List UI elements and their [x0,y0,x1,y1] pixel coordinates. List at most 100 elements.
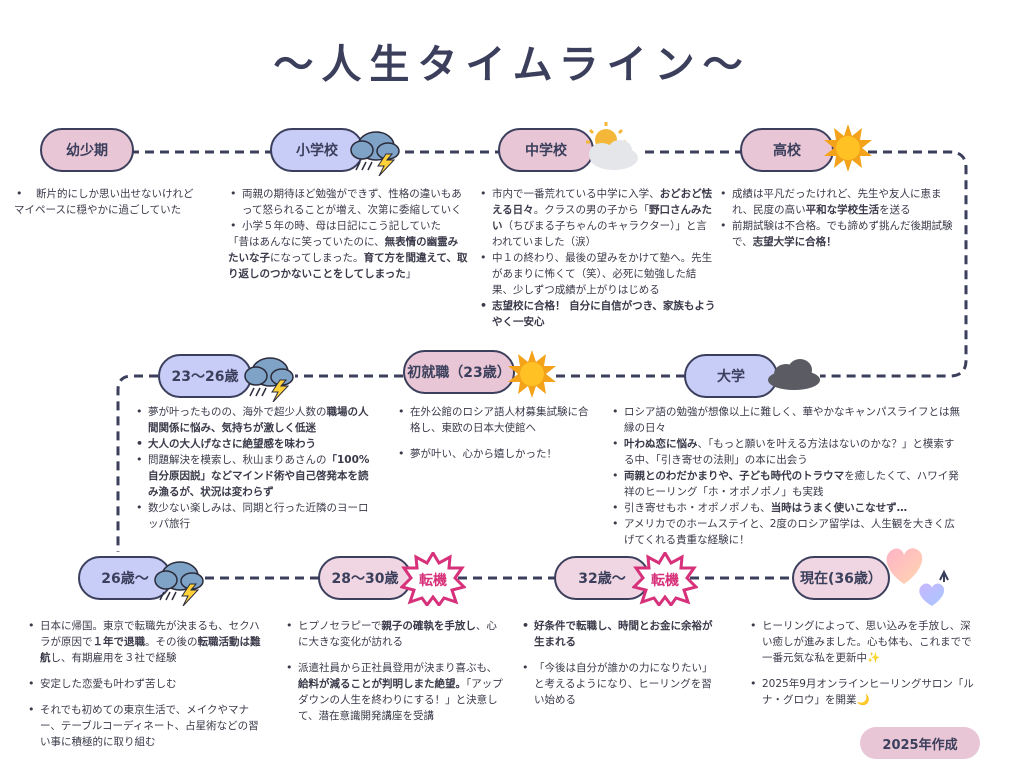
text-32: 好条件で転職し、時間とお金に余裕が生まれる 「今後は自分が誰かの力になりたい」と… [520,618,720,708]
text-line: を癒したくて、ハワイ発祥のヒーリング「ホ・オポノポノ」も実践 [624,470,959,498]
text-bold: 無表情の幽霊みたいな子 [228,236,459,264]
text-line: 「アップダウンの人生を終わりにする！」と決意して、潜在意識開発講座を受講 [298,678,503,722]
text-bold: 育て方を間違えて、取り返しのつかないことをしてしまった [228,252,468,280]
node-elementary: 小学校 [270,128,364,172]
list-item: 問題解決を模索し、秋山まりあさんの「100%自分原因説」などマインド術や自己啓発… [134,452,372,500]
text-line: 安定した恋愛も叶わず苦しむ [40,678,177,690]
text-line: 派遣社員から正社員登用が決まり喜ぶも、 [298,662,498,674]
text-line: 日本に帰国。東京で転職先が決まるも、セクハラが原因で [40,620,260,648]
text-bold: 転職活動は難航 [40,636,261,664]
list-item: 在外公館のロシア語人材募集試験に合格し、東欧の日本大使館へ [396,404,596,436]
text-bold: 親子の確執を手放し [381,620,476,632]
sun-icon [824,124,872,172]
tenki-label-2: 転機 [651,573,679,589]
list-item: 志望校に合格！ 自分に自信がつき、家族もようやく一安心 [478,298,716,330]
node-university: 大学 [684,354,778,398]
text-bold: 「100%自分原因説」などマインド術や自己啓発本を読み漁るが、状況は変わらず [148,454,370,498]
text-line: し、有期雇用を３社で経験 [50,652,177,664]
list-item: 夢が叶い、心から嬉しかった！ [396,446,596,462]
storm-cloud-icon-26 [154,561,204,606]
node-high-school: 高校 [740,128,834,172]
text-line: 、「もっと願いを叶える方法はないのかな？」と模索する中、「引き寄せの法則」の本に… [624,438,955,466]
text-line: （ちびまる子ちゃんのキャラクター）」と言われていました（涙） [492,220,707,248]
list-item: アメリカでのホームステイと、2度のロシア留学は、人生観を大きく広げてくれる貴重な… [610,516,960,548]
text-line: 市内で一番荒れている中学に入学、 [492,188,660,200]
text-line: マイペースに穏やかに過ごしていた [14,204,182,216]
list-item: 断片的にしか思い出せないけれど [14,186,224,202]
node-23-26: 23〜26歳 [158,354,252,398]
text-23-26: 夢が叶ったものの、海外で超少人数の職場の人間関係に悩み、気持ちが激しく低迷 大人… [134,404,372,532]
list-item: 数少ない楽しみは、同期と行った近隣のヨーロッパ旅行 [134,500,372,532]
text-line: 引き寄せもホ・オポノポノも、 [624,502,771,514]
text-now: ヒーリングによって、思い込みを手放し、深い癒しが進みました。心も体も、これまでで… [748,618,980,708]
text-childhood: 断片的にしか思い出せないけれど マイペースに穏やかに過ごしていた [14,186,224,218]
list-item: 日本に帰国。東京で転職先が決まるも、セクハラが原因で１年で退職。その後の転職活動… [26,618,264,666]
page-title: 〜人生タイムライン〜 [273,42,751,88]
text-line: 在外公館のロシア語人材募集試験に合格し、東欧の日本大使館へ [410,406,589,434]
text-line: 前期試験は不合格。でも諦めず挑んだ後期試験で、 [732,220,953,248]
text-bold: 大人の大人げなさに絶望感を味わう [148,438,316,450]
text-university: ロシア語の勉強が想像以上に難しく、華やかなキャンパスライフとは無縁の日々 叶わぬ… [610,404,960,548]
text-line: 問題解決を模索し、秋山まりあさんの [148,454,327,466]
text-junior-high: 市内で一番荒れている中学に入学、おどおど怯える日々。クラスの男の子から「野口さん… [478,186,716,330]
list-item: 好条件で転職し、時間とお金に余裕が生まれる [520,618,720,650]
list-item: 中１の終わり、最後の望みをかけて塾へ。先生があまりに怖くて（笑）、必死に勉強した… [478,250,716,298]
text-bold: 当時はうまく使いこなせず… [770,502,908,514]
text-line: を送る [879,204,911,216]
list-item: 2025年9月オンラインヒーリングサロン「ルナ・グロウ」を開業🌙 [748,676,980,708]
text-line: ヒーリングによって、思い込みを手放し、深い癒しが進みました。心も体も、これまでで… [762,620,972,664]
text-line: 両親の期待ほど勉強ができず、性格の違いもあって怒られることが増え、次第に委縮して… [242,188,462,216]
text-line: 」 [405,268,417,280]
text-line: ヒプノセラピーで [298,620,382,632]
text-line: 成績は平凡だったけれど、先生や友人に恵まれ、民度の高い [732,188,942,216]
list-item: 「昔はあんなに笑っていたのに、無表情の幽霊みたいな子になってしまった。育て方を間… [228,234,468,282]
list-item: マイペースに穏やかに過ごしていた [14,202,224,218]
tenki-burst-icon-1: 転機 [400,552,466,606]
list-item: 「今後は自分が誰かの力になりたい」と考えるようになり、ヒーリングを習い始める [520,660,720,708]
text-bold: 野口さんみたい [492,204,712,232]
text-line: 夢が叶ったものの、海外で超少人数の [148,406,327,418]
list-item: 夢が叶ったものの、海外で超少人数の職場の人間関係に悩み、気持ちが激しく低迷 [134,404,372,436]
node-now: 現在(36歳） [792,556,890,600]
text-bold: 叶わぬ恋に悩み [624,438,698,450]
text-line: 数少ない楽しみは、同期と行った近隣のヨーロッパ旅行 [148,502,369,530]
text-26: 日本に帰国。東京で転職先が決まるも、セクハラが原因で１年で退職。その後の転職活動… [26,618,264,750]
node-childhood: 幼少期 [40,128,134,172]
text-line: 「昔はあんなに笑っていたのに、 [228,236,385,248]
text-line: 。その後の [145,636,198,648]
hearts-icon [886,548,949,606]
storm-cloud-icon [350,131,400,176]
node-junior-high: 中学校 [498,128,594,172]
text-line: になってしまった。 [270,252,364,264]
node-28-30: 28〜30歳 [318,556,412,600]
text-elementary: 両親の期待ほど勉強ができず、性格の違いもあって怒られることが増え、次第に委縮して… [228,186,468,282]
list-item: 派遣社員から正社員登用が決まり喜ぶも、給料が減ることが判明しまた絶望。「アップダ… [284,660,504,724]
text-line: 、心に大きな変化が訪れる [298,620,497,648]
list-item: 両親の期待ほど勉強ができず、性格の違いもあって怒られることが増え、次第に委縮して… [228,186,468,218]
sun-cloud-icon [586,122,638,170]
text-bold: 平和な学校生活 [805,204,880,216]
list-item: 大人の大人げなさに絶望感を味わう [134,436,372,452]
list-item: 小学５年の時、母は日記にこう記していた [228,218,468,234]
text-high-school: 成績は平凡だったけれど、先生や友人に恵まれ、民度の高い平和な学校生活を送る 前期… [718,186,958,250]
text-bold: おどおど怯える日々 [492,188,713,216]
storm-cloud-icon-23 [244,357,294,402]
text-28-30: ヒプノセラピーで親子の確執を手放し、心に大きな変化が訪れる 派遣社員から正社員登… [284,618,504,724]
text-first-job: 在外公館のロシア語人材募集試験に合格し、東欧の日本大使館へ 夢が叶い、心から嬉し… [396,404,596,462]
sun-icon-first-job [508,350,556,398]
created-year-badge: 2025年作成 [860,727,980,759]
text-line: 2025年9月オンラインヒーリングサロン「ルナ・グロウ」を開業🌙 [762,678,974,706]
text-line: 。クラスの男の子から「 [533,204,649,216]
text-bold: 職場の人間関係に悩み、気持ちが激しく低迷 [148,406,369,434]
text-bold: 給料が減ることが判明しまた絶望。 [298,678,466,690]
tenki-burst-icon-2: 転機 [632,552,698,606]
text-line: 小学５年の時、母は日記にこう記していた [242,220,441,232]
list-item: ヒプノセラピーで親子の確執を手放し、心に大きな変化が訪れる [284,618,504,650]
text-line: ロシア語の勉強が想像以上に難しく、華やかなキャンパスライフとは無縁の日々 [624,406,960,434]
text-line: 中１の終わり、最後の望みをかけて塾へ。先生があまりに怖くて（笑）、必死に勉強した… [492,252,713,296]
text-line: アメリカでのホームステイと、2度のロシア留学は、人生観を大きく広げてくれる貴重な… [624,518,955,546]
list-item: 前期試験は不合格。でも諦めず挑んだ後期試験で、志望大学に合格！ [718,218,958,250]
list-item: 叶わぬ恋に悩み、「もっと願いを叶える方法はないのかな？」と模索する中、「引き寄せ… [610,436,960,468]
text-bold: 両親とのわだかまりや、子ども時代のトラウマ [624,470,845,482]
node-32: 32歳〜 [554,556,650,600]
